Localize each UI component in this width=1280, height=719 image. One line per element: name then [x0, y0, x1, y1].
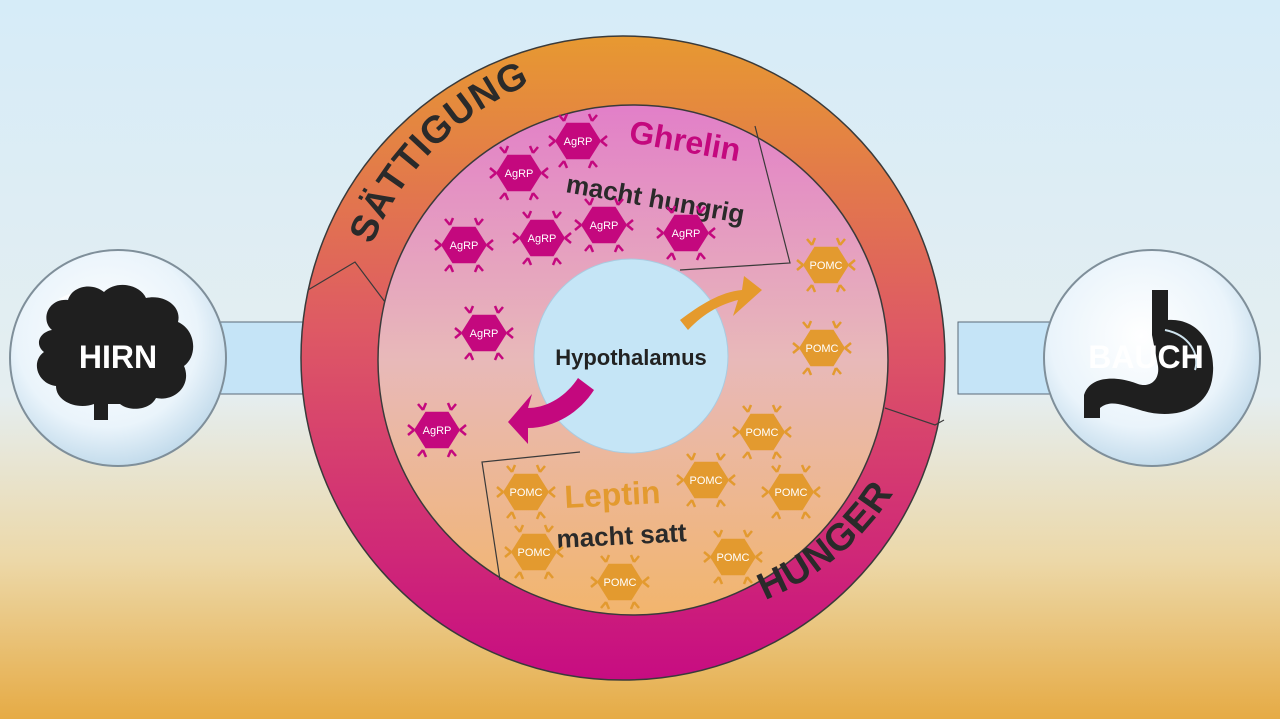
ghrelin-bracket: [679, 125, 791, 271]
agrp-molecule-label: AgRP: [564, 136, 593, 148]
hunger-arrow-icon: [508, 378, 594, 444]
pomc-molecule-label: POMC: [518, 547, 551, 559]
pomc-molecule: POMC: [703, 529, 763, 585]
hirn-bubble: HIRN: [9, 249, 227, 467]
agrp-molecule-label: AgRP: [470, 328, 499, 340]
agrp-molecule-label: AgRP: [528, 233, 557, 245]
leptin-title: Leptin: [563, 474, 661, 515]
pomc-molecule-label: POMC: [690, 475, 723, 487]
ring-divider-right: [884, 407, 945, 426]
pomc-molecule-label: POMC: [775, 487, 808, 499]
pomc-molecule-label: POMC: [717, 552, 750, 564]
agrp-molecule: AgRP: [656, 205, 716, 261]
bauch-label: BAUCH: [1088, 339, 1204, 375]
pomc-molecule-label: POMC: [604, 577, 637, 589]
hirn-label: HIRN: [79, 339, 157, 375]
agrp-molecule: AgRP: [512, 210, 572, 266]
pomc-molecule: POMC: [796, 237, 856, 293]
agrp-molecule: AgRP: [434, 217, 494, 273]
pomc-molecule-label: POMC: [806, 343, 839, 355]
hypothalamus-label: Hypothalamus: [555, 345, 707, 370]
pomc-molecule: POMC: [732, 404, 792, 460]
pomc-molecule: POMC: [792, 320, 852, 376]
agrp-molecule-label: AgRP: [672, 228, 701, 240]
pomc-molecules: POMC POMC POMC POMC POMC POMC POMC POMC POMC: [496, 237, 856, 610]
agrp-molecules: AgRP AgRP AgRP AgRP AgRP AgRP AgRP AgRP: [407, 113, 716, 458]
leptin-subtitle: macht satt: [556, 517, 688, 554]
agrp-molecule: AgRP: [454, 305, 514, 361]
pomc-molecule: POMC: [676, 452, 736, 508]
pomc-molecule-label: POMC: [810, 260, 843, 272]
pomc-molecule: POMC: [504, 524, 564, 580]
pomc-molecule-label: POMC: [746, 427, 779, 439]
hypothalamus-circle: [533, 258, 729, 454]
agrp-molecule: AgRP: [407, 402, 467, 458]
pomc-molecule: POMC: [590, 554, 650, 610]
brain-icon: [36, 284, 194, 420]
agrp-molecule-label: AgRP: [505, 168, 534, 180]
pomc-molecule-label: POMC: [510, 487, 543, 499]
stomach-icon: [1084, 290, 1214, 418]
agrp-molecule-label: AgRP: [450, 240, 479, 252]
pomc-molecule: POMC: [761, 464, 821, 520]
ring-divider-left: [307, 261, 386, 303]
agrp-molecule-label: AgRP: [423, 425, 452, 437]
bauch-bubble: BAUCH: [1043, 249, 1261, 467]
satiety-arrow-icon: [680, 276, 762, 330]
agrp-molecule: AgRP: [489, 145, 549, 201]
agrp-molecule: AgRP: [548, 113, 608, 169]
agrp-molecule: AgRP: [574, 197, 634, 253]
pomc-molecule: POMC: [496, 464, 556, 520]
agrp-molecule-label: AgRP: [590, 220, 619, 232]
leptin-bracket: [481, 451, 581, 581]
